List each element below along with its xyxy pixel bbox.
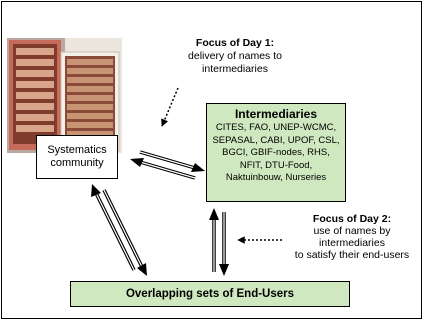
focus-day2-line2: intermediaries [319, 237, 385, 249]
focus-day2-title: Focus of Day 2: [312, 213, 392, 225]
intermediaries-list: CITES, FAO, UNEP-WCMC, SEPASAL, CABI, UP… [212, 122, 340, 183]
systematics-line1: Systematics [47, 144, 107, 156]
arrow-systematics-intermediaries [130, 150, 205, 180]
intermediaries-title: Intermediaries [234, 107, 318, 121]
herbarium-photo [7, 38, 122, 153]
focus-day1-note: Focus of Day 1: delivery of names to int… [145, 37, 325, 76]
systematics-line2: community [50, 157, 104, 169]
focus-day2-line1: use of names by [313, 225, 391, 237]
arrow-intermediaries-endusers [209, 208, 229, 276]
focus-day1-title: Focus of Day 1: [195, 37, 275, 49]
end-users-box: Overlapping sets of End-Users [70, 281, 350, 307]
dotted-arrow-day1 [161, 87, 179, 127]
arrow-systematics-endusers [91, 184, 147, 276]
systematics-community-box: Systematics community [36, 135, 118, 179]
end-users-label: Overlapping sets of End-Users [125, 288, 295, 300]
focus-day1-line2: intermediaries [202, 63, 268, 75]
intermediaries-box: Intermediaries CITES, FAO, UNEP-WCMC, SE… [206, 103, 346, 202]
focus-day1-line1: delivery of names to [188, 50, 282, 62]
focus-day2-note: Focus of Day 2: use of names by intermed… [284, 213, 420, 261]
focus-day2-line3: to satisfy their end-users [294, 249, 410, 261]
